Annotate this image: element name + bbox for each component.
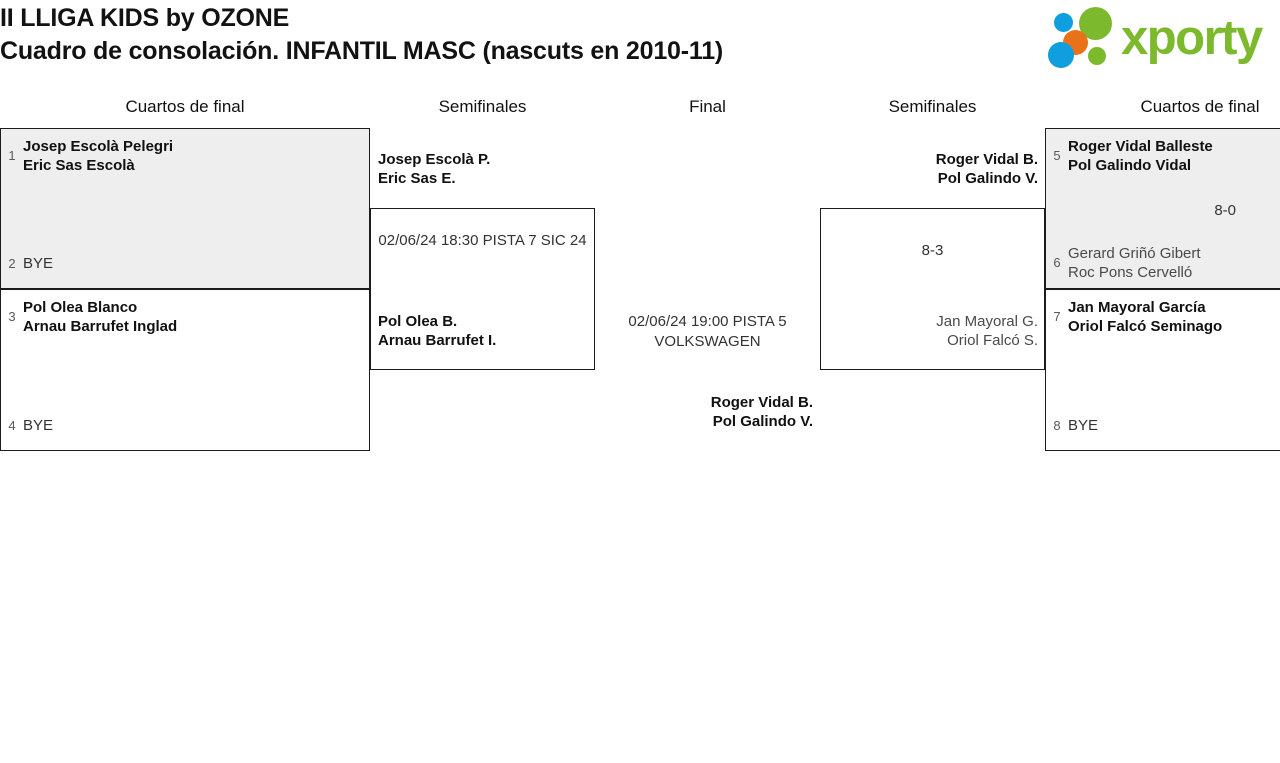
semifinal-left-top-names: Josep Escolà P. Eric Sas E. bbox=[378, 150, 490, 188]
round-header-semifinals-left: Semifinales bbox=[438, 97, 527, 116]
player-name-line1: Gerard Griñó Gibert bbox=[1068, 245, 1201, 262]
player-name-line2: Arnau Barrufet Inglad bbox=[23, 318, 178, 335]
player-name-line2: Pol Galindo V. bbox=[712, 413, 813, 430]
player-name-line1: Pol Olea Blanco bbox=[23, 299, 138, 316]
player-names: Gerard Griñó Gibert Roc Pons Cervelló bbox=[1068, 244, 1201, 282]
seed-number: 2 bbox=[8, 256, 16, 271]
player-name-line2: Oriol Falcó Seminago bbox=[1068, 318, 1223, 335]
logo-dots-icon bbox=[1048, 7, 1120, 69]
match-info-line2: 24 bbox=[569, 232, 587, 249]
tournament-title: II LLIGA KIDS by OZONE bbox=[0, 4, 290, 32]
match-box-qf-left-1[interactable]: 1 Josep Escolà Pelegri Eric Sas Escolà 2… bbox=[0, 128, 370, 289]
player-name-line2: Roc Pons Cervelló bbox=[1068, 264, 1193, 281]
match-info-final: 02/06/24 19:00 PISTA 5 VOLKSWAGEN bbox=[595, 312, 820, 352]
player-name-line1: Roger Vidal B. bbox=[710, 394, 813, 411]
bracket-entry-seed-3: 3 Pol Olea Blanco Arnau Barrufet Inglad bbox=[1, 298, 177, 336]
player-name-line1: Jan Mayoral G. bbox=[936, 313, 1038, 330]
score-semifinal-right: 8-3 bbox=[921, 242, 944, 259]
match-info-line1: 02/06/24 18:30 PISTA 7 SIC bbox=[378, 232, 566, 249]
player-names: Pol Olea Blanco Arnau Barrufet Inglad bbox=[23, 298, 177, 336]
player-name-line2: Arnau Barrufet I. bbox=[378, 332, 497, 349]
seed-number: 8 bbox=[1053, 418, 1061, 433]
match-box-qf-right-1[interactable]: 5 Roger Vidal Balleste Pol Galindo Vidal… bbox=[1045, 128, 1280, 289]
round-header-quarterfinals-right: Cuartos de final bbox=[1140, 97, 1260, 116]
seed-number: 1 bbox=[8, 148, 16, 163]
player-name-line2: Oriol Falcó S. bbox=[947, 332, 1038, 349]
player-name-line1: Pol Olea B. bbox=[378, 313, 458, 330]
player-name-line1: Josep Escolà P. bbox=[378, 151, 491, 168]
match-box-qf-right-2[interactable]: 7 Jan Mayoral García Oriol Falcó Seminag… bbox=[1045, 289, 1280, 451]
bracket-entry-seed-7: 7 Jan Mayoral García Oriol Falcó Seminag… bbox=[1046, 298, 1222, 336]
bracket-entry-seed-8: 8 BYE bbox=[1046, 416, 1098, 435]
bracket-entry-seed-5: 5 Roger Vidal Balleste Pol Galindo Vidal bbox=[1046, 137, 1213, 175]
player-names: BYE bbox=[23, 254, 53, 273]
round-header-semifinals-right: Semifinales bbox=[888, 97, 977, 116]
tournament-subtitle: Cuadro de consolación. INFANTIL MASC (na… bbox=[0, 37, 724, 65]
player-name-line2: Pol Galindo V. bbox=[937, 170, 1038, 187]
match-info-semifinal-left: 02/06/24 18:30 PISTA 7 SIC 24 bbox=[371, 231, 594, 251]
final-winner-names: Roger Vidal B. Pol Galindo V. bbox=[595, 393, 813, 431]
player-name-line1: Josep Escolà Pelegri bbox=[23, 138, 174, 155]
page-header: II LLIGA KIDS by OZONE Cuadro de consola… bbox=[0, 0, 1280, 88]
match-box-semifinal-right[interactable]: 8-3 bbox=[820, 208, 1045, 370]
bracket-entry-seed-2: 2 BYE bbox=[1, 254, 53, 273]
match-info-line1: 02/06/24 19:00 PISTA 5 bbox=[628, 313, 787, 330]
seed-number: 7 bbox=[1053, 309, 1061, 324]
player-name-line1: Jan Mayoral García bbox=[1068, 299, 1206, 316]
bracket-entry-seed-1: 1 Josep Escolà Pelegri Eric Sas Escolà bbox=[1, 137, 173, 175]
match-box-semifinal-left[interactable]: 02/06/24 18:30 PISTA 7 SIC 24 bbox=[370, 208, 595, 370]
player-name-line1: BYE bbox=[1068, 417, 1099, 434]
player-name-line1: BYE bbox=[23, 417, 54, 434]
player-name-line1: Roger Vidal B. bbox=[935, 151, 1038, 168]
round-header-quarterfinals-left: Cuartos de final bbox=[125, 97, 245, 116]
player-names: Josep Escolà Pelegri Eric Sas Escolà bbox=[23, 137, 173, 175]
seed-number: 4 bbox=[8, 418, 16, 433]
player-name-line2: Pol Galindo Vidal bbox=[1068, 157, 1192, 174]
player-names: Roger Vidal Balleste Pol Galindo Vidal bbox=[1068, 137, 1213, 175]
player-names: BYE bbox=[1068, 416, 1098, 435]
logo-dot-blue-large bbox=[1048, 42, 1074, 68]
match-info-line2: VOLKSWAGEN bbox=[654, 333, 761, 350]
semifinal-right-bottom-names: Jan Mayoral G. Oriol Falcó S. bbox=[820, 312, 1038, 350]
seed-number: 6 bbox=[1053, 255, 1061, 270]
title-block: II LLIGA KIDS by OZONE Cuadro de consola… bbox=[0, 2, 1000, 68]
score-qf-right-1: 8-0 bbox=[1214, 202, 1236, 219]
logo-wordmark: xporty bbox=[1121, 11, 1263, 65]
player-names: Jan Mayoral García Oriol Falcó Seminago bbox=[1068, 298, 1222, 336]
player-name-line1: BYE bbox=[23, 255, 54, 272]
bracket-entry-seed-6: 6 Gerard Griñó Gibert Roc Pons Cervelló bbox=[1046, 244, 1201, 282]
round-header-final: Final bbox=[689, 97, 726, 116]
logo-dot-blue-small bbox=[1054, 13, 1073, 32]
logo-dot-green-small bbox=[1088, 47, 1106, 65]
seed-number: 5 bbox=[1053, 148, 1061, 163]
player-name-line2: Eric Sas Escolà bbox=[23, 157, 135, 174]
semifinal-left-bottom-names: Pol Olea B. Arnau Barrufet I. bbox=[378, 312, 496, 350]
semifinal-right-top-names: Roger Vidal B. Pol Galindo V. bbox=[820, 150, 1038, 188]
xporty-logo[interactable]: xporty bbox=[1045, 3, 1280, 71]
player-name-line1: Roger Vidal Balleste bbox=[1068, 138, 1213, 155]
player-name-line2: Eric Sas E. bbox=[378, 170, 456, 187]
bracket-entry-seed-4: 4 BYE bbox=[1, 416, 53, 435]
match-box-qf-left-2[interactable]: 3 Pol Olea Blanco Arnau Barrufet Inglad … bbox=[0, 289, 370, 451]
player-names: BYE bbox=[23, 416, 53, 435]
seed-number: 3 bbox=[8, 309, 16, 324]
